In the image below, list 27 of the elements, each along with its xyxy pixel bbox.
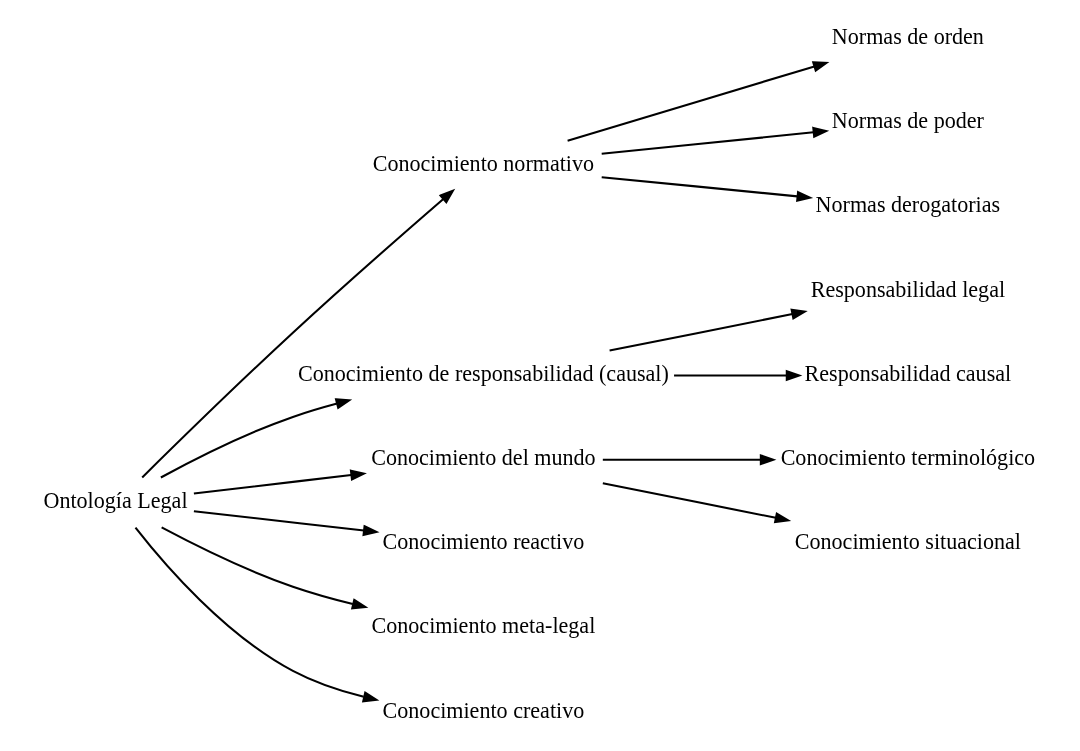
arrow xyxy=(674,369,803,382)
node-text: Conocimiento de responsabilidad (causal) xyxy=(297,360,669,386)
node-text: Conocimiento normativo xyxy=(372,150,595,176)
arrow xyxy=(161,526,369,610)
node-text: Conocimiento reactivo xyxy=(382,529,585,555)
arrow xyxy=(609,308,808,352)
arrow xyxy=(141,188,456,479)
node-text: Normas de poder xyxy=(831,108,984,134)
node-text: Responsabilidad causal xyxy=(804,360,1012,386)
arrow xyxy=(601,176,814,203)
node-text: Conocimiento meta-legal xyxy=(371,613,596,639)
arrow xyxy=(567,61,830,142)
arrow xyxy=(134,526,380,703)
arrow xyxy=(601,126,830,155)
node-text: Conocimiento situacional xyxy=(794,529,1022,555)
node-text: Normas derogatorias xyxy=(815,192,1001,218)
arrow xyxy=(160,398,353,479)
arrow xyxy=(193,469,367,495)
arrow xyxy=(193,510,380,537)
node-text: Conocimiento del mundo xyxy=(371,444,596,470)
node-text: Normas de orden xyxy=(831,23,984,49)
node-text: Conocimiento creativo xyxy=(382,697,585,723)
node-text: Ontología Legal xyxy=(43,487,188,513)
arrow xyxy=(602,482,792,524)
node-text: Responsabilidad legal xyxy=(810,276,1006,302)
arrow xyxy=(602,453,777,466)
node-text: Conocimiento terminológico xyxy=(780,444,1036,470)
